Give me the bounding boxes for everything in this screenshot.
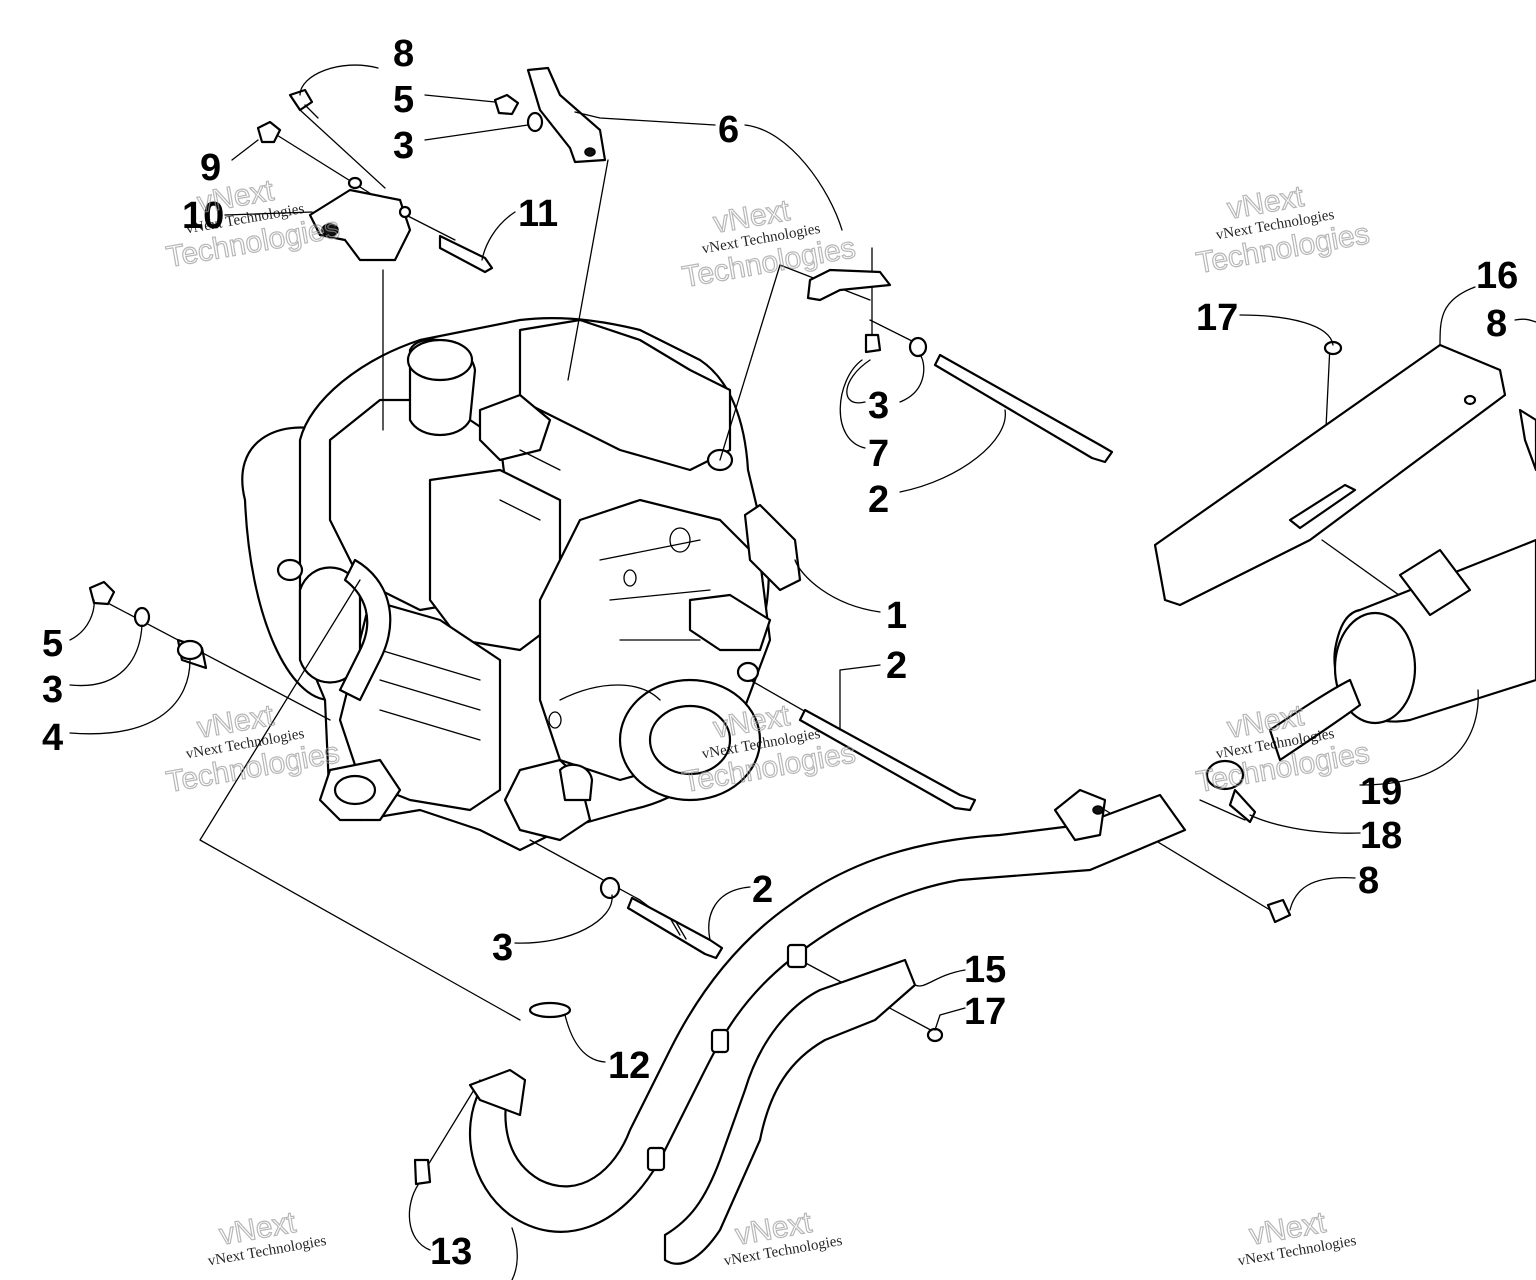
callout-7: 7 [868, 433, 889, 475]
callout-3: 3 [868, 385, 889, 427]
callout-8: 8 [393, 33, 414, 75]
callout-3: 3 [42, 669, 63, 711]
callout-12: 12 [608, 1045, 650, 1087]
callout-3: 3 [492, 927, 513, 969]
callout-18: 18 [1360, 815, 1402, 857]
callout-8: 8 [1486, 303, 1507, 345]
callout-4: 4 [42, 717, 63, 759]
callout-2: 2 [868, 479, 889, 521]
hardware-parts [88, 66, 1114, 960]
watermark: vNext vNext Technologies [723, 1205, 844, 1269]
callout-15: 15 [964, 949, 1006, 991]
callout-5: 5 [42, 623, 63, 665]
watermark: vNext vNext Technologies [1237, 1205, 1358, 1269]
callout-6: 6 [718, 109, 739, 151]
watermark: vNext vNext Technologies Technologies [163, 698, 342, 799]
watermark: vNext vNext Technologies Technologies [1193, 179, 1372, 280]
callout-1: 1 [886, 595, 907, 637]
callout-5: 5 [393, 79, 414, 121]
exhaust-system [413, 340, 1536, 1265]
callout-11: 11 [518, 193, 558, 235]
callout-3: 3 [393, 125, 414, 167]
callout-17: 17 [1196, 297, 1238, 339]
callout-13: 13 [430, 1231, 472, 1273]
callout-labels: 8 5 3 6 9 10 11 3 7 2 1 2 5 3 4 16 8 17 … [42, 33, 1518, 1273]
callout-9: 9 [200, 147, 221, 189]
callout-17: 17 [964, 991, 1006, 1033]
callout-10: 10 [182, 195, 224, 237]
engine-assembly [241, 316, 772, 852]
callout-19: 19 [1360, 771, 1402, 813]
callout-2: 2 [886, 645, 907, 687]
callout-2: 2 [752, 869, 773, 911]
callout-8: 8 [1358, 860, 1379, 902]
watermark: vNext vNext Technologies [207, 1205, 328, 1269]
watermark: vNext vNext Technologies Technologies [679, 193, 858, 294]
leader-lines [69, 64, 1536, 1280]
callout-16: 16 [1476, 255, 1518, 297]
